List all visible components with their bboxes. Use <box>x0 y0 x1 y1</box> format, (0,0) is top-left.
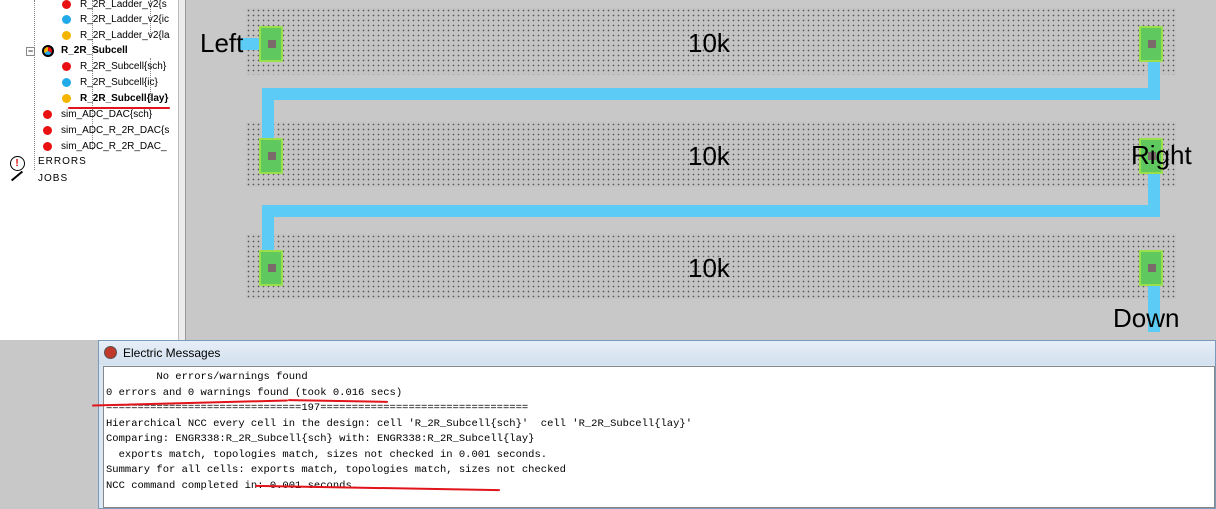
wire <box>262 88 1160 100</box>
cell-explorer-tree: R_2R_Ladder_v2{s R_2R_Ladder_v2{ic R_2R_… <box>0 0 178 340</box>
export-down[interactable]: Down <box>1113 303 1180 333</box>
tree-item[interactable]: R_2R_Ladder_v2{s <box>62 0 178 12</box>
tree-jobs[interactable]: JOBS <box>10 170 180 186</box>
tree-item[interactable]: R_2R_Subcell{ic} <box>62 76 178 90</box>
message-line: Summary for all cells: exports match, to… <box>106 464 566 476</box>
schematic-icon <box>43 142 52 151</box>
messages-title-bar[interactable]: Electric Messages <box>99 341 1215 365</box>
wire <box>262 88 274 148</box>
jobs-icon <box>10 170 24 182</box>
schematic-icon <box>62 0 71 9</box>
wire <box>1148 55 1160 100</box>
tree-item-selected[interactable]: R_2R_Subcell{lay} <box>62 92 178 106</box>
tree-item[interactable]: sim_ADC_R_2R_DAC{s <box>43 124 178 138</box>
message-line: 0 errors and 0 warnings found (took 0.01… <box>106 386 403 399</box>
contact[interactable] <box>1139 138 1163 174</box>
window-title: Electric Messages <box>123 346 221 360</box>
resistor-label: 10k <box>688 28 730 58</box>
message-line: ===============================197======… <box>106 402 529 414</box>
message-line: No errors/warnings found <box>106 371 308 383</box>
tree-item[interactable]: sim_ADC_R_2R_DAC_ <box>43 140 178 154</box>
layout-canvas[interactable]: 10k 10k 10k Left Right Down <box>186 0 1216 340</box>
icon-view-icon <box>62 15 71 24</box>
messages-text[interactable]: No errors/warnings found 0 errors and 0 … <box>103 366 1215 508</box>
tree-item[interactable]: R_2R_Ladder_v2{la <box>62 29 178 43</box>
wire <box>1148 280 1160 332</box>
collapse-icon[interactable]: − <box>26 46 35 56</box>
contact[interactable] <box>259 26 283 62</box>
wire <box>262 205 1160 217</box>
export-left[interactable]: Left <box>200 28 244 58</box>
layout-icon <box>62 31 71 40</box>
resistor-label: 10k <box>688 141 730 171</box>
export-right[interactable]: Right <box>1131 140 1192 170</box>
tree-scrollbar[interactable] <box>178 0 186 340</box>
cell-icon <box>42 45 54 57</box>
tree-item[interactable]: R_2R_Subcell{sch} <box>62 60 178 74</box>
wire <box>262 205 274 255</box>
message-line: exports match, topologies match, sizes n… <box>106 448 548 461</box>
schematic-icon <box>43 110 52 119</box>
layout-icon <box>62 94 71 103</box>
tree-errors[interactable]: ! ERRORS <box>10 155 180 171</box>
tree-group-r-2r-subcell[interactable]: − R_2R_Subcell <box>26 45 128 57</box>
contact[interactable] <box>259 138 283 174</box>
wire <box>1148 165 1160 217</box>
contact[interactable] <box>1139 250 1163 286</box>
resistor-2[interactable] <box>246 122 1176 187</box>
contact[interactable] <box>259 250 283 286</box>
tree-item[interactable]: sim_ADC_DAC{sch} <box>43 108 178 122</box>
contact[interactable] <box>1139 26 1163 62</box>
schematic-icon <box>62 62 71 71</box>
message-line: Comparing: ENGR338:R_2R_Subcell{sch} wit… <box>106 433 535 445</box>
resistor-3[interactable] <box>246 234 1176 299</box>
icon-view-icon <box>62 78 71 87</box>
message-line: Hierarchical NCC every cell in the desig… <box>106 417 692 430</box>
electric-app-icon <box>104 346 117 359</box>
schematic-icon <box>43 126 52 135</box>
resistor-label: 10k <box>688 253 730 283</box>
tree-item[interactable]: R_2R_Ladder_v2{ic <box>62 13 178 27</box>
resistor-1[interactable] <box>246 8 1176 75</box>
messages-window: Electric Messages No errors/warnings fou… <box>98 340 1216 509</box>
error-icon: ! <box>10 156 25 171</box>
